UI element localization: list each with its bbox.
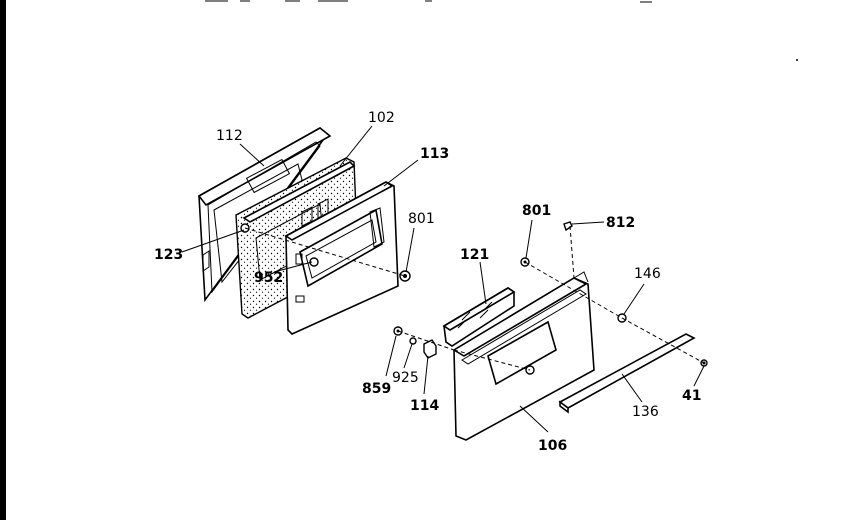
part-labels: 112 102 113 123 952 801 801 812 121 146 …	[154, 110, 701, 454]
label-41: 41	[682, 388, 701, 404]
part-121-glass	[442, 287, 516, 347]
label-113: 113	[420, 146, 449, 162]
part-106-outer-door	[452, 271, 595, 441]
label-123: 123	[154, 247, 183, 263]
label-801-left: 801	[408, 211, 435, 227]
hardware-left	[240, 223, 411, 282]
label-106: 106	[538, 438, 567, 454]
label-146: 146	[634, 266, 661, 282]
assembly-lines	[244, 225, 705, 371]
label-121: 121	[460, 247, 489, 263]
label-925: 925	[392, 370, 419, 386]
left-edge-bar	[0, 0, 6, 520]
label-112: 112	[216, 128, 243, 144]
label-952: 952	[254, 270, 283, 286]
label-114: 114	[410, 398, 439, 414]
label-859: 859	[362, 381, 391, 397]
top-scan-marks	[205, 0, 798, 61]
label-102: 102	[368, 110, 395, 126]
label-801-right: 801	[522, 203, 551, 219]
leader-lines	[181, 125, 705, 433]
part-113-window-frame	[284, 181, 399, 335]
label-136: 136	[632, 404, 659, 420]
part-136-trim-strip	[558, 333, 696, 414]
label-812: 812	[606, 215, 635, 231]
